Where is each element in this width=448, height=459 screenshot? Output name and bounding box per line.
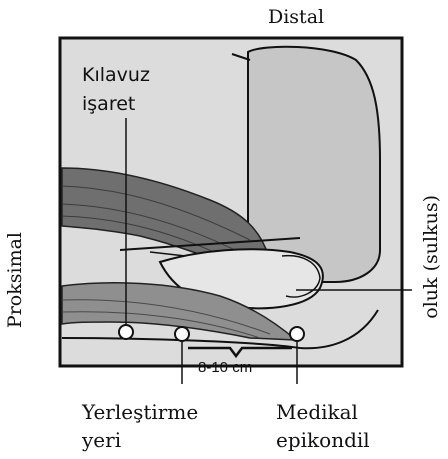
- medial-epicondyle-dot: [290, 327, 304, 341]
- guide-mark-dot: [119, 325, 133, 339]
- sulcus-label: oluk (sulkus): [420, 195, 448, 375]
- insertion-site-dot: [175, 327, 189, 341]
- guide-mark-label-line2: işaret: [82, 90, 150, 119]
- forearm-bone: [248, 47, 380, 282]
- insertion-site-label-line1: Yerleştirme: [82, 398, 198, 426]
- insertion-site-label: Yerleştirme yeri: [82, 398, 198, 454]
- proximal-label: Proksimal: [4, 232, 44, 342]
- medial-epicondyle-label-line1: Medikal: [276, 398, 370, 426]
- sulcus-label-text: oluk (sulkus): [420, 195, 442, 319]
- insertion-site-label-line2: yeri: [82, 426, 198, 454]
- medial-epicondyle-label: Medikal epikondil: [276, 398, 370, 454]
- distal-label: Distal: [268, 6, 324, 28]
- guide-mark-label: Kılavuz işaret: [82, 61, 150, 119]
- distance-label: 8-10 cm: [198, 359, 252, 376]
- medial-epicondyle-label-line2: epikondil: [276, 426, 370, 454]
- guide-mark-label-line1: Kılavuz: [82, 61, 150, 90]
- proximal-label-text: Proksimal: [4, 232, 26, 328]
